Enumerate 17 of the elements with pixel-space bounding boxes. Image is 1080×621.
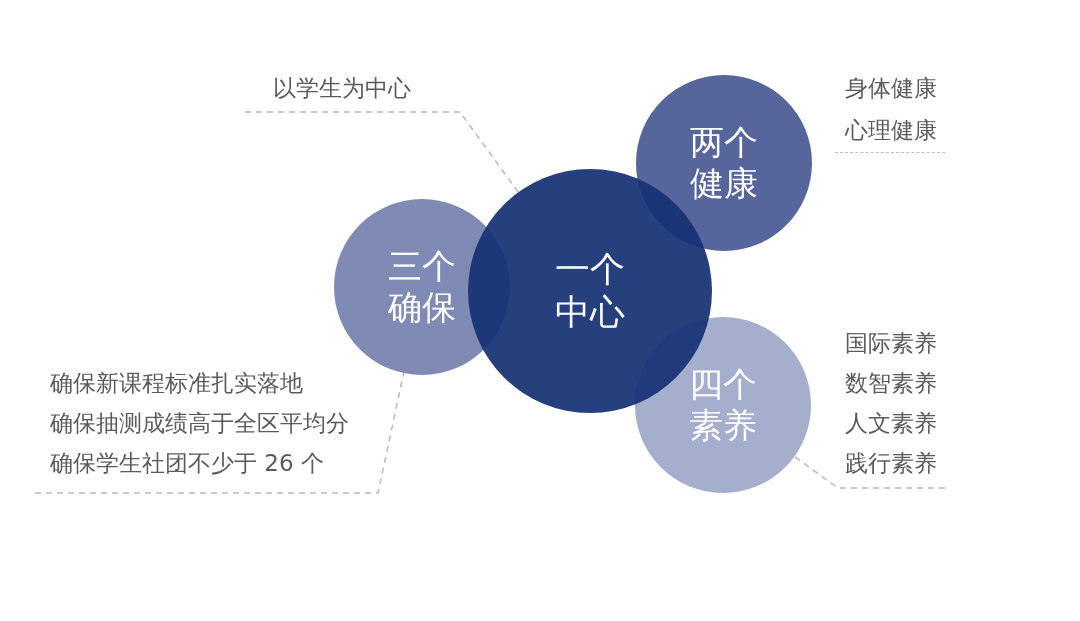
node-title: 四个素养 [688, 364, 758, 446]
side-note: 心理健康 [845, 116, 937, 145]
list-item: 践行素养 [845, 449, 937, 478]
list-item: 国际素养 [845, 329, 937, 358]
list-item: 确保学生社团不少于 26 个 [50, 449, 324, 478]
leader-line [244, 111, 520, 194]
side-note: 身体健康 [845, 74, 937, 103]
node-title: 三个确保 [387, 246, 457, 328]
list-item: 人文素养 [845, 409, 937, 438]
note-text: 以学生为中心 [273, 74, 411, 103]
list-item: 确保新课程标准扎实落地 [50, 369, 303, 398]
list-item: 数智素养 [845, 369, 937, 398]
leader-line [34, 372, 405, 494]
node-title: 一个中心 [554, 248, 626, 334]
leader-line [793, 455, 946, 489]
list-item: 确保抽测成绩高于全区平均分 [50, 409, 349, 438]
node-title: 两个健康 [689, 122, 759, 204]
